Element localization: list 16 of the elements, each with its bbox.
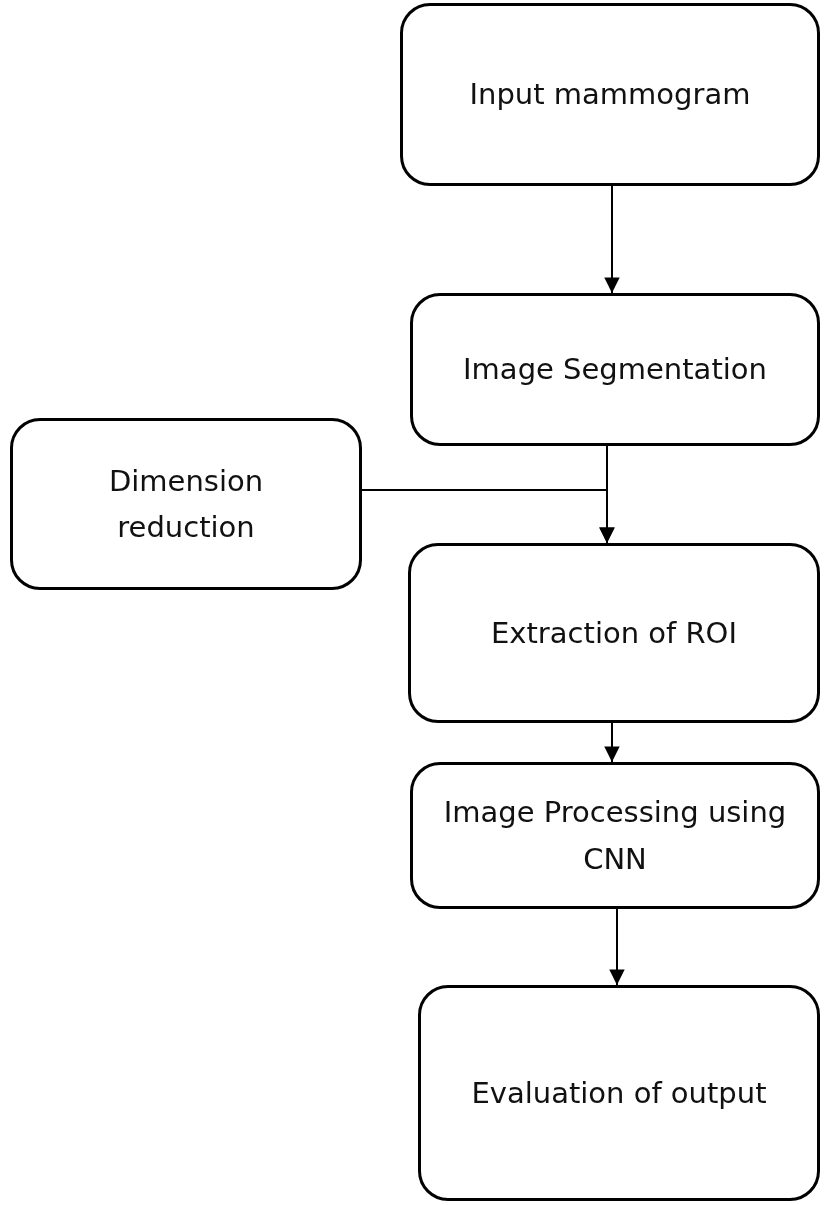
- arrow: [609, 908, 625, 986]
- process-box: [410, 762, 820, 909]
- box-label: Extraction of ROI: [491, 614, 737, 652]
- process-box: [418, 985, 820, 1201]
- box-label: Dimension reduction: [107, 462, 265, 546]
- box-label: Image Processing using CNN: [442, 794, 788, 878]
- process-box: [400, 3, 820, 186]
- box-label: Evaluation of output: [471, 1074, 767, 1112]
- arrow: [361, 489, 615, 544]
- process-box: [410, 293, 820, 446]
- arrow: [604, 722, 620, 763]
- box-label: Image Segmentation: [463, 351, 767, 389]
- arrow: [604, 185, 620, 294]
- process-box: [10, 418, 362, 590]
- process-box: [408, 543, 820, 723]
- box-label: Input mammogram: [469, 75, 751, 113]
